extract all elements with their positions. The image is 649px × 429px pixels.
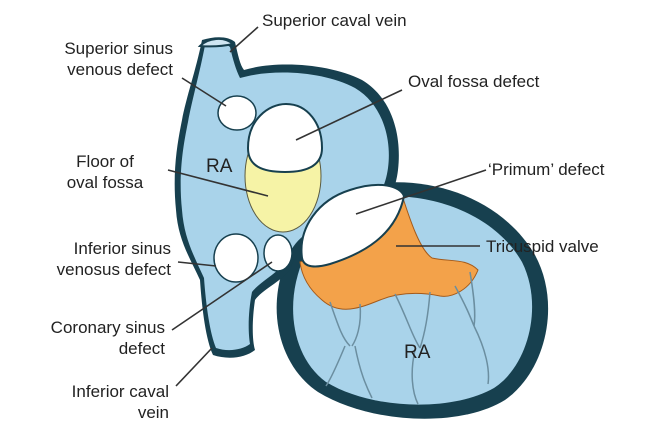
- label-inferior-sinus-venosus-defect: Inferior sinus venosus defect: [5, 238, 171, 280]
- label-superior-caval-vein: Superior caval vein: [262, 10, 407, 31]
- coronary-sinus-defect: [264, 235, 292, 271]
- label-ra-atrium: RA: [206, 156, 232, 178]
- label-coronary-sinus-defect: Coronary sinus defect: [5, 317, 165, 359]
- label-superior-sinus-venous-defect: Superior sinus venous defect: [5, 38, 173, 80]
- label-ra-ventricle: RA: [404, 342, 430, 364]
- label-floor-of-oval-fossa: Floor of oval fossa: [50, 151, 160, 193]
- inferior-sinus-venosus-defect: [214, 234, 258, 282]
- label-oval-fossa-defect: Oval fossa defect: [408, 71, 539, 92]
- label-inferior-caval-vein: Inferior caval vein: [5, 381, 169, 423]
- superior-sinus-venous-defect: [218, 96, 256, 130]
- label-tricuspid-valve: Tricuspid valve: [486, 236, 599, 257]
- label-primum-defect: ‘Primum’ defect: [488, 159, 605, 180]
